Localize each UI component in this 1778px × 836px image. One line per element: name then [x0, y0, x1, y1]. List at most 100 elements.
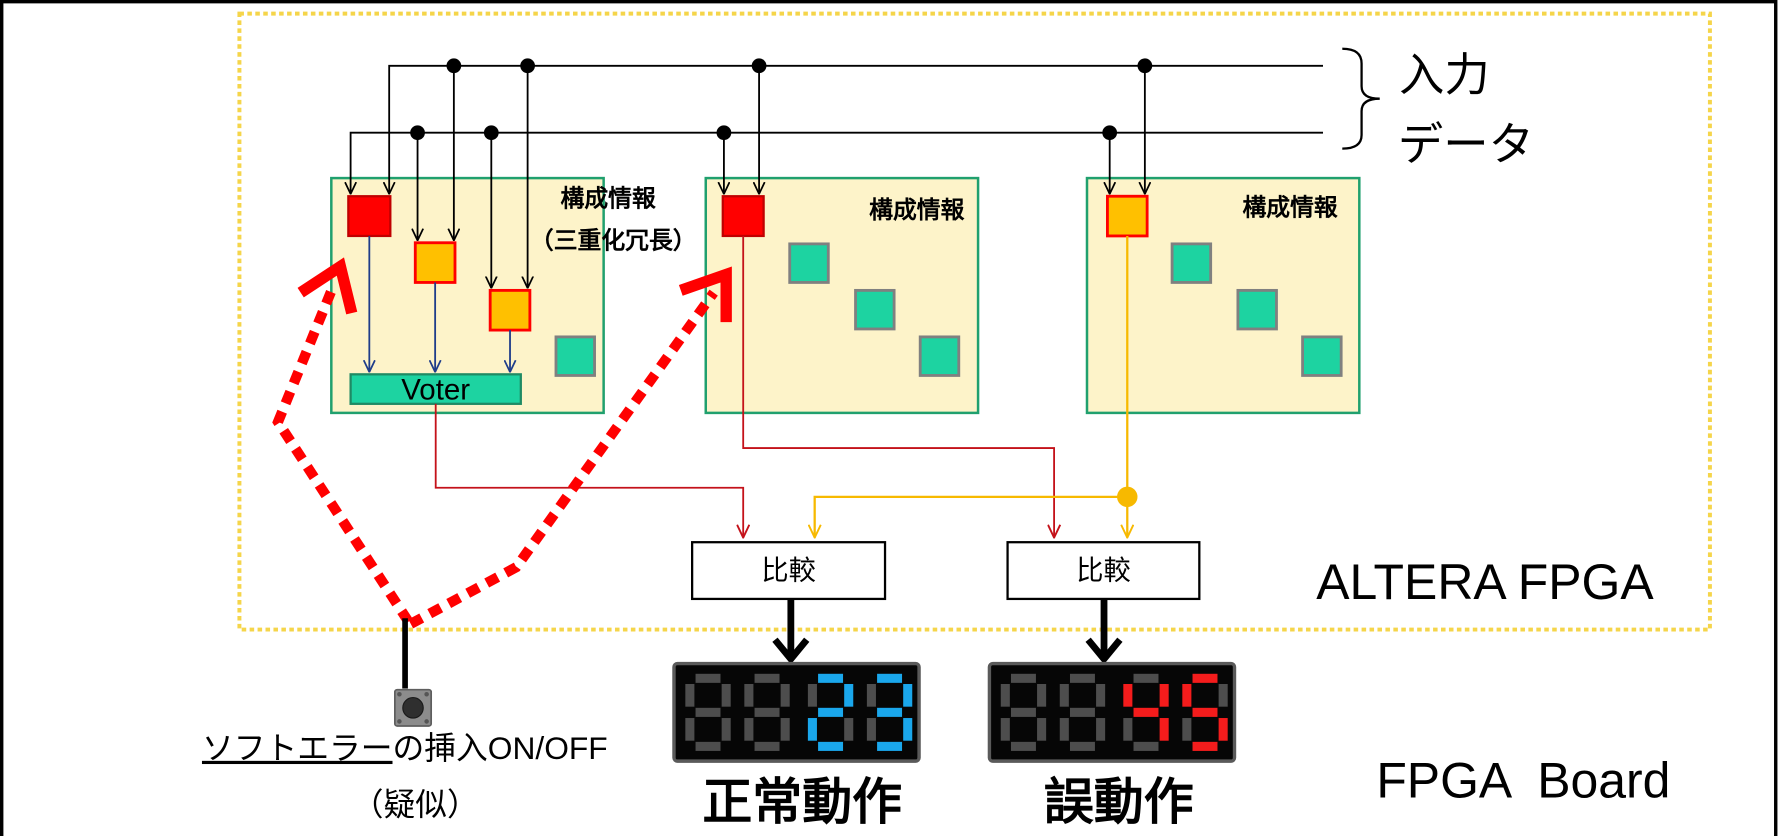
display-segment-lit: [818, 707, 844, 717]
config-cell: [1301, 335, 1343, 377]
switch-button-icon: [402, 697, 424, 719]
display-segment-off: [866, 718, 876, 741]
voter-output-wire: [434, 403, 743, 538]
config-info-label: 構成情報: [1242, 195, 1337, 222]
fault-arrowhead-single-panel: [678, 266, 732, 323]
input-brace: [1342, 47, 1380, 150]
display-segment-lit: [1218, 718, 1228, 741]
comparator-error: 比較: [1006, 541, 1201, 665]
display-segment-off: [1000, 684, 1010, 707]
display-segment-lit: [1123, 684, 1133, 707]
display-segment-lit: [1159, 718, 1169, 741]
junction-dot: [1137, 58, 1153, 74]
display-digit: [1123, 673, 1169, 751]
switch-pin: [424, 719, 429, 724]
display-segment-off: [685, 718, 695, 741]
input-line-b: [351, 131, 1324, 194]
fault-path-to-tmr-panel: [272, 286, 413, 625]
display-segment-lit: [877, 741, 903, 751]
display-segment-off: [1010, 707, 1036, 717]
display-segment-off: [1037, 684, 1047, 707]
status-normal-label: 正常動作: [702, 774, 902, 830]
switch-pin: [424, 691, 429, 697]
display-segment-off: [754, 673, 780, 683]
board-label: FPGA Board: [1376, 752, 1670, 808]
voter-label: Voter: [401, 373, 470, 406]
display-segment-off: [695, 673, 721, 683]
switch-label-rest: の挿入ON/OFF: [392, 730, 607, 766]
junction-dot: [410, 125, 425, 141]
fpga-boundary: [237, 11, 1712, 632]
comparator-normal: 比較: [691, 541, 887, 665]
display-segment-off: [1010, 673, 1036, 683]
config-cell: [554, 335, 596, 377]
input-data-bus: 入力 データ: [351, 47, 1534, 288]
display-segment-off: [695, 741, 721, 751]
config-cell: [854, 288, 896, 331]
display-segment-off: [685, 684, 695, 707]
display-segment-off: [744, 684, 754, 707]
reference-junction-dot: [1117, 486, 1138, 508]
comparator-label: 比較: [761, 555, 815, 586]
display-segment-off: [721, 718, 731, 741]
display-segment-off: [1133, 673, 1159, 683]
display-segment-off: [1069, 707, 1095, 717]
display-segment-off: [1059, 718, 1069, 741]
display-segment-lit: [844, 684, 854, 707]
logic-block-error: [721, 195, 765, 238]
junction-dot: [483, 125, 499, 141]
display-segment-lit: [1159, 684, 1169, 707]
status-error-label: 誤動作: [1044, 774, 1194, 830]
reference-branch-wire: [815, 495, 1128, 538]
display-segment-off: [780, 718, 790, 741]
display-segment-off: [1037, 718, 1047, 741]
junction-dot: [716, 125, 732, 141]
comparator-output-arrowhead: [1085, 637, 1123, 665]
switch-note: （疑似）: [352, 787, 479, 823]
switch-pin: [397, 719, 402, 724]
display-digit: [744, 673, 790, 751]
display-segment-off: [1069, 741, 1095, 751]
display-digit: [1059, 673, 1106, 751]
display-segment-lit: [877, 707, 903, 717]
display-digit: [1000, 673, 1047, 751]
display-segment-off: [844, 718, 854, 741]
fault-path-to-single-panel: [408, 289, 718, 629]
display-segment-lit: [1192, 707, 1218, 717]
display-digit: [807, 673, 854, 751]
display-segment-off: [807, 684, 817, 707]
error-block-output-wire: [742, 235, 1054, 538]
display-housing: [672, 661, 921, 763]
config-info-label: 構成情報: [869, 197, 964, 224]
display-segment-lit: [903, 718, 913, 741]
display-segment-lit: [818, 673, 844, 683]
config-cell: [1170, 242, 1213, 284]
display-segment-off: [721, 684, 731, 707]
config-cell: [1236, 288, 1278, 331]
tmr-note: （三重化冗長）: [530, 226, 697, 254]
junction-dot: [751, 58, 767, 74]
soft-error-switch: [394, 618, 433, 727]
comparator-label: 比較: [1076, 555, 1130, 586]
display-digit: [685, 673, 731, 751]
display-segment-off: [1069, 673, 1095, 683]
fault-arrowhead-tmr-panel: [297, 257, 358, 315]
logic-block-replica: [488, 288, 532, 332]
display-segment-lit: [1182, 684, 1192, 707]
config-cell: [788, 242, 830, 284]
logic-block-error: [347, 195, 392, 238]
config-info-label: 構成情報: [561, 185, 656, 212]
display-segment-off: [754, 707, 780, 717]
switch-pin: [397, 691, 402, 697]
logic-block-reference: [1106, 194, 1149, 238]
display-segment-lit: [1192, 673, 1218, 683]
display-segment-off: [695, 707, 721, 717]
display-segment-lit: [1192, 741, 1218, 751]
display-segment-off: [1182, 718, 1192, 741]
junction-dot: [520, 58, 535, 74]
display-segment-off: [754, 741, 780, 751]
input-line-a: [389, 64, 1324, 194]
comparator-box: [691, 541, 887, 601]
soft-error-injection-paths: [272, 257, 732, 629]
display-segment-off: [1133, 741, 1159, 751]
